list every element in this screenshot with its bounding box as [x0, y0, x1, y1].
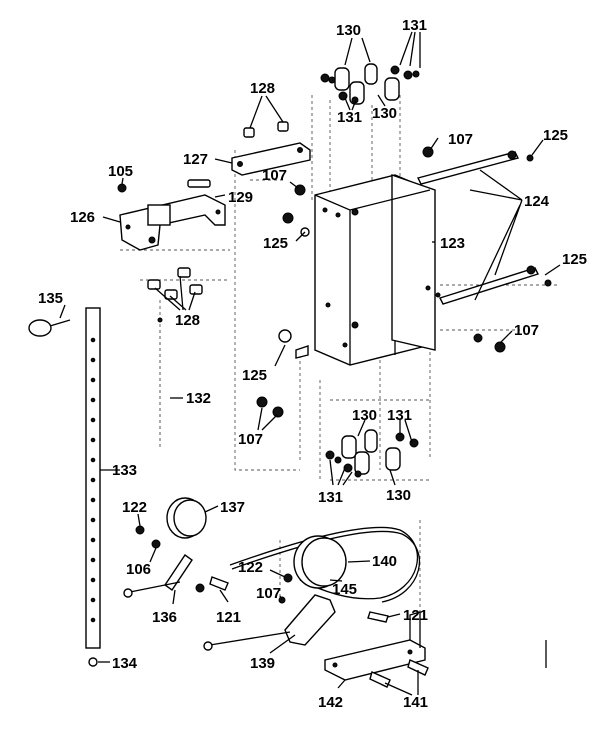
label-125: 125	[562, 251, 587, 268]
label-130: 130	[386, 487, 411, 504]
label-145: 145	[332, 581, 357, 598]
label-132: 132	[186, 390, 211, 407]
label-129: 129	[228, 189, 253, 206]
label-126: 126	[70, 209, 95, 226]
label-139: 139	[250, 655, 275, 672]
label-137: 137	[220, 499, 245, 516]
label-135: 135	[38, 290, 63, 307]
label-128: 128	[250, 80, 275, 97]
label-107: 107	[256, 585, 281, 602]
label-128: 128	[175, 312, 200, 329]
assembly-guide-lines	[120, 95, 560, 640]
label-127: 127	[183, 151, 208, 168]
label-125: 125	[263, 235, 288, 252]
label-131: 131	[402, 17, 427, 34]
bracket-127	[231, 121, 311, 176]
callout-labels: 130 131 131 130 128 107 125 127 107 105 …	[38, 17, 587, 711]
label-136: 136	[152, 609, 177, 626]
label-124: 124	[524, 193, 550, 210]
label-121: 121	[216, 609, 241, 626]
label-122: 122	[238, 559, 263, 576]
upper-roller-assembly	[320, 63, 420, 105]
rod-133	[28, 307, 101, 667]
label-107: 107	[238, 431, 263, 448]
lower-roller-assembly	[325, 429, 419, 478]
screws-121	[209, 573, 389, 623]
label-107: 107	[514, 322, 539, 339]
pulley-145	[293, 535, 347, 589]
label-133: 133	[112, 462, 137, 479]
label-141: 141	[403, 694, 428, 711]
label-131: 131	[337, 109, 362, 126]
label-121: 121	[403, 607, 428, 624]
lever-139	[203, 594, 336, 651]
label-106: 106	[126, 561, 151, 578]
shafts-124	[416, 150, 552, 305]
label-142: 142	[318, 694, 343, 711]
pulley-137	[166, 497, 207, 539]
screws-128	[147, 267, 203, 323]
label-131: 131	[387, 407, 412, 424]
label-107: 107	[262, 167, 287, 184]
label-105: 105	[108, 163, 133, 180]
label-130: 130	[372, 105, 397, 122]
bracket-126	[119, 179, 226, 251]
label-130: 130	[352, 407, 377, 424]
label-122: 122	[122, 499, 147, 516]
lever-136	[123, 525, 205, 598]
nuts-upper	[117, 146, 506, 353]
label-123: 123	[440, 235, 465, 252]
label-134: 134	[112, 655, 138, 672]
label-131: 131	[318, 489, 343, 506]
label-125: 125	[242, 367, 267, 384]
label-107: 107	[448, 131, 473, 148]
label-130: 130	[336, 22, 361, 39]
label-140: 140	[372, 553, 397, 570]
housing-123	[314, 174, 441, 366]
nuts-107-mid	[256, 396, 284, 418]
leader-lines	[59, 31, 561, 696]
label-125: 125	[543, 127, 568, 144]
